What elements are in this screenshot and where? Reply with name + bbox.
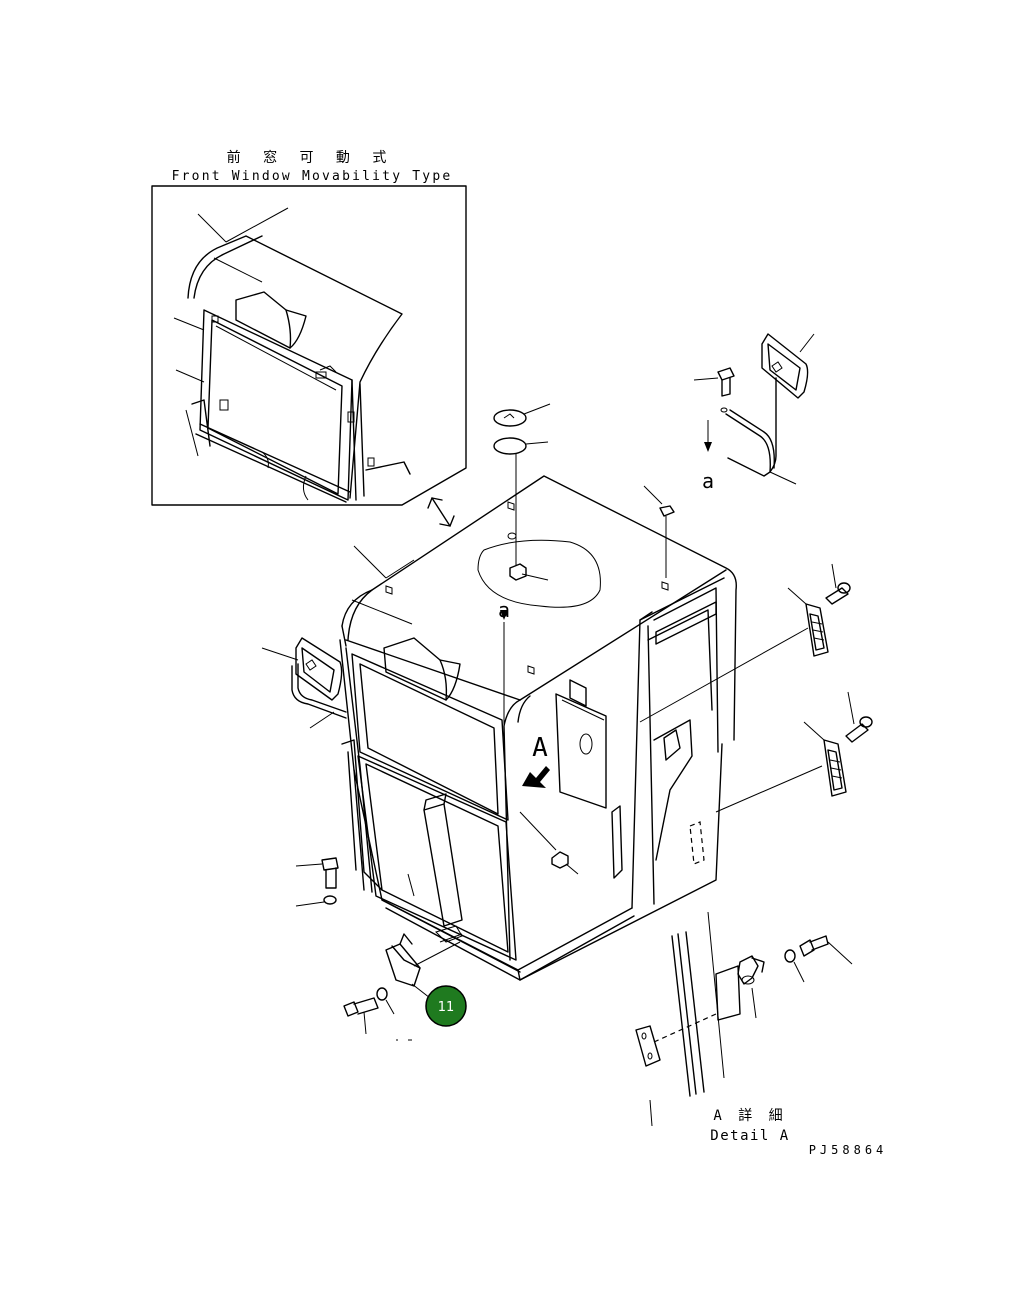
swap-arrow-icon [427,497,455,527]
inset-title-en: Front Window Movability Type [172,169,453,184]
inset-cab-drawing [173,207,411,503]
view-marker-a: A [532,733,548,763]
side-lamp-lower [715,691,873,813]
nut-icon [519,811,579,875]
right-mirror-assembly [693,333,815,485]
callout-circle[interactable] [425,985,467,1027]
inset-title-jp: 前 窓 可 動 式 [227,149,394,166]
left-bolt-washer [295,857,339,907]
ref-arrow-mid [500,610,508,736]
roof-bolt-icon [643,485,675,578]
view-arrow-icon [522,766,550,788]
left-mirror-assembly [261,637,347,729]
detail-title-en: Detail A [710,1128,789,1144]
bottom-bracket [343,933,461,1041]
drawing-number: PJ58864 [809,1143,888,1157]
roof-caps [493,403,551,566]
detail-title-jp: A 詳 細 [713,1108,786,1124]
callout-11[interactable]: 11 [425,985,467,1027]
ref-label-a-mid: a [498,598,510,622]
cab-assembly [339,475,737,981]
detail-a-drawing [635,911,853,1127]
side-lamp-upper [639,563,851,723]
inset-frame [151,185,467,506]
ref-label-a-top: a [702,469,714,493]
callout-number[interactable]: 11 [438,1000,455,1015]
